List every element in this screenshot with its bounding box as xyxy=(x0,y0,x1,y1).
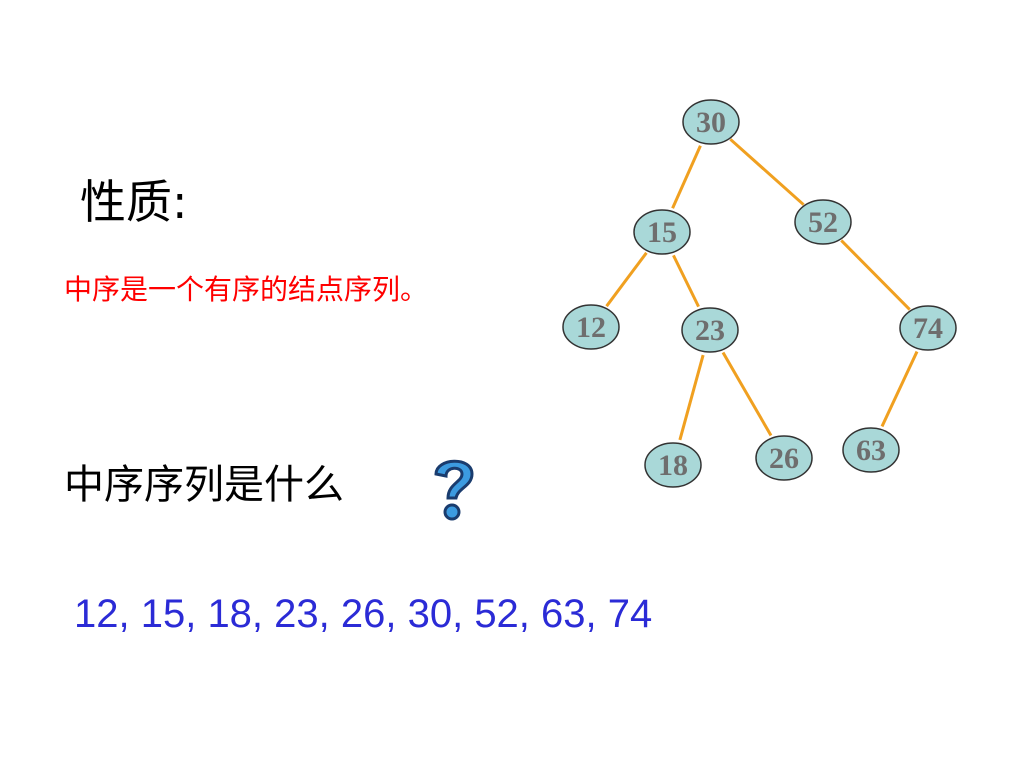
tree-node-label: 15 xyxy=(647,216,677,249)
tree-node-label: 26 xyxy=(769,442,799,475)
tree-node-26: 26 xyxy=(755,435,813,481)
tree-edges xyxy=(605,138,919,441)
tree-node-15: 15 xyxy=(633,209,691,255)
tree-node-30: 30 xyxy=(682,99,740,145)
property-statement: 中序是一个有序的结点序列。 xyxy=(64,273,429,306)
tree-node-circle xyxy=(899,305,957,351)
tree-edge-n52-n74 xyxy=(840,239,911,311)
tree-edge-n15-n23 xyxy=(672,254,700,308)
tree-node-52: 52 xyxy=(794,199,852,245)
question-mark-icon xyxy=(434,459,474,521)
tree-edge-n23-n26 xyxy=(721,351,773,437)
tree-node-label: 18 xyxy=(658,449,688,482)
tree-node-circle xyxy=(562,304,620,350)
tree-edge-n30-n52 xyxy=(729,138,805,206)
tree-node-label: 52 xyxy=(808,206,838,239)
tree-edge-n15-n12 xyxy=(605,251,648,308)
tree-node-74: 74 xyxy=(899,305,957,351)
tree-node-12: 12 xyxy=(562,304,620,350)
tree-node-circle xyxy=(755,435,813,481)
tree-node-63: 63 xyxy=(842,427,900,473)
slide-heading: 性质: xyxy=(80,175,188,229)
tree-node-circle xyxy=(842,427,900,473)
tree-node-18: 18 xyxy=(644,442,702,488)
tree-edge-n74-n63 xyxy=(880,350,919,428)
tree-node-label: 74 xyxy=(913,312,943,345)
tree-node-circle xyxy=(644,442,702,488)
inorder-sequence: 12, 15, 18, 23, 26, 30, 52, 63, 74 xyxy=(74,592,653,636)
tree-node-label: 12 xyxy=(576,311,606,344)
tree-node-circle xyxy=(682,99,740,145)
tree-node-circle xyxy=(681,307,739,353)
tree-node-label: 63 xyxy=(856,434,886,467)
question-text: 中序序列是什么 xyxy=(64,462,344,508)
tree-edge-n23-n18 xyxy=(678,354,705,441)
tree-node-circle xyxy=(633,209,691,255)
tree-node-label: 23 xyxy=(695,314,725,347)
tree-node-23: 23 xyxy=(681,307,739,353)
tree-node-circle xyxy=(794,199,852,245)
tree-nodes: 30 15 52 12 23 74 18 26 63 xyxy=(562,99,957,488)
tree-edge-n30-n15 xyxy=(671,145,702,209)
tree-node-label: 30 xyxy=(696,106,726,139)
